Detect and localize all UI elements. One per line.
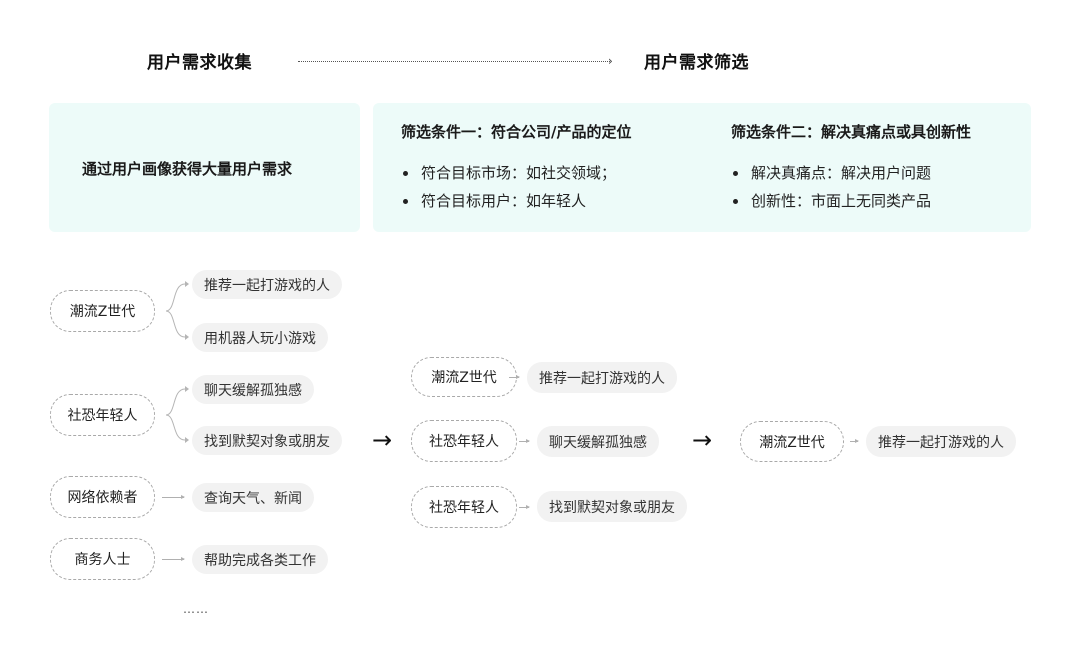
criteria-panel: 筛选条件一：符合公司/产品的定位 符合目标市场：如社交领域； 符合目标用户：如年… bbox=[373, 103, 1031, 232]
need-node: 推荐一起打游戏的人 bbox=[866, 426, 1016, 457]
need-node: 查询天气、新闻 bbox=[192, 483, 314, 512]
arrow-right-icon bbox=[519, 439, 530, 443]
need-node: 找到默契对象或朋友 bbox=[537, 491, 687, 522]
criteria-one-title: 筛选条件一：符合公司/产品的定位 bbox=[401, 123, 632, 141]
persona-node: 社恐年轻人 bbox=[411, 420, 517, 462]
criteria-one-item: 符合目标用户：如年轻人 bbox=[401, 187, 616, 215]
persona-node: 潮流Z世代 bbox=[740, 421, 844, 462]
arrow-right-icon bbox=[519, 505, 530, 509]
big-arrow-right-icon: → bbox=[692, 426, 713, 454]
branch-curve-icon bbox=[165, 388, 186, 416]
persona-node: 社恐年轻人 bbox=[50, 394, 155, 436]
persona-node: 网络依赖者 bbox=[50, 476, 155, 518]
need-node: 聊天缓解孤独感 bbox=[537, 426, 659, 457]
need-node: 推荐一起打游戏的人 bbox=[192, 270, 342, 299]
criteria-two-title: 筛选条件二：解决真痛点或具创新性 bbox=[731, 123, 972, 141]
arrow-right-icon bbox=[162, 557, 185, 561]
criteria-one-item: 符合目标市场：如社交领域； bbox=[401, 159, 616, 187]
collection-stage-title: 用户需求收集 bbox=[147, 53, 252, 73]
persona-node: 商务人士 bbox=[50, 538, 155, 580]
persona-node: 潮流Z世代 bbox=[50, 290, 155, 332]
criteria-one-list: 符合目标市场：如社交领域； 符合目标用户：如年轻人 bbox=[401, 159, 616, 215]
more-ellipsis: …… bbox=[183, 602, 209, 616]
need-node: 帮助完成各类工作 bbox=[192, 545, 328, 574]
need-node: 用机器人玩小游戏 bbox=[192, 323, 328, 352]
header-dotted-connector bbox=[298, 61, 610, 62]
branch-curve-icon bbox=[165, 283, 186, 312]
arrow-right-icon bbox=[162, 495, 185, 499]
filter-stage-title: 用户需求筛选 bbox=[644, 53, 749, 73]
collection-panel-text: 通过用户画像获得大量用户需求 bbox=[82, 160, 293, 178]
arrow-right-icon bbox=[850, 439, 859, 443]
criteria-two-item: 解决真痛点：解决用户问题 bbox=[731, 159, 931, 187]
branch-curve-icon bbox=[165, 310, 186, 338]
arrow-right-icon bbox=[509, 375, 520, 379]
need-node: 聊天缓解孤独感 bbox=[192, 375, 314, 404]
need-node: 推荐一起打游戏的人 bbox=[527, 362, 677, 393]
persona-node: 潮流Z世代 bbox=[411, 357, 517, 397]
collection-panel: 通过用户画像获得大量用户需求 bbox=[49, 103, 360, 232]
chevron-right-icon: › bbox=[608, 54, 613, 68]
need-node: 找到默契对象或朋友 bbox=[192, 426, 342, 455]
criteria-two-item: 创新性：市面上无同类产品 bbox=[731, 187, 931, 215]
big-arrow-right-icon: → bbox=[372, 426, 393, 454]
criteria-two-list: 解决真痛点：解决用户问题 创新性：市面上无同类产品 bbox=[731, 159, 931, 215]
persona-node: 社恐年轻人 bbox=[411, 486, 517, 528]
branch-curve-icon bbox=[165, 414, 186, 441]
